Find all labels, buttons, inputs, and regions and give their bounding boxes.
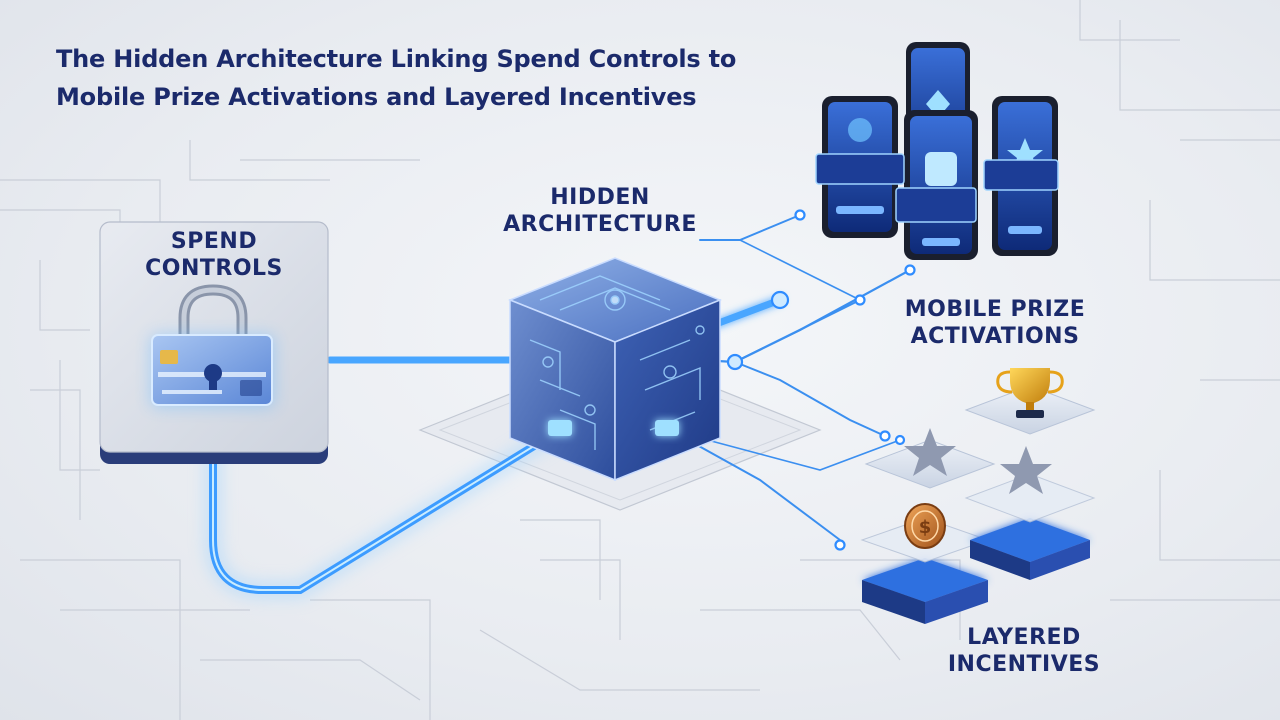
- label-hidden-architecture-line-1: HIDDEN: [550, 185, 650, 210]
- connector-spend-to-cube: [205, 353, 568, 598]
- label-mobile-prize-activations-line-2: ACTIVATIONS: [910, 324, 1080, 349]
- label-hidden-architecture-line-2: ARCHITECTURE: [503, 212, 697, 237]
- page-title: The Hidden Architecture Linking Spend Co…: [56, 40, 856, 116]
- label-layered-incentives-line-2: INCENTIVES: [947, 652, 1101, 677]
- mobile-phones: [815, 42, 1059, 260]
- cube-icon: [507, 257, 723, 482]
- star-icon: [1000, 446, 1052, 494]
- label-hidden-architecture: HIDDEN ARCHITECTURE: [470, 184, 730, 238]
- trophy-icon: [996, 368, 1064, 418]
- credit-card-icon: [150, 334, 275, 408]
- stack-right: [964, 385, 1096, 580]
- label-mobile-prize-activations-line-1: MOBILE PRIZE: [904, 297, 1086, 322]
- label-layered-incentives: LAYERED INCENTIVES: [924, 624, 1124, 678]
- label-spend-controls: SPEND CONTROLS: [114, 228, 314, 282]
- layered-incentives-stacks: $: [860, 368, 1096, 624]
- star-icon: [904, 428, 956, 476]
- title-line-2: Mobile Prize Activations and Layered Inc…: [56, 83, 697, 111]
- connector-nodes: [726, 209, 916, 551]
- prize-banner: [895, 187, 977, 223]
- label-spend-controls-line-1: SPEND: [170, 229, 258, 254]
- spend-controls-panel: [99, 221, 329, 464]
- stack-left: [860, 439, 996, 624]
- phone-icon: [904, 110, 978, 260]
- label-spend-controls-line-2: CONTROLS: [145, 256, 283, 281]
- padlock-icon: [178, 284, 248, 345]
- reward-banner: [983, 159, 1059, 191]
- title-line-1: The Hidden Architecture Linking Spend Co…: [56, 45, 737, 73]
- coin-icon: $: [904, 503, 946, 549]
- label-layered-incentives-line-1: LAYERED: [967, 625, 1081, 650]
- label-mobile-prize-activations: MOBILE PRIZE ACTIVATIONS: [880, 296, 1110, 350]
- svg-text:$: $: [919, 517, 932, 538]
- gift-card-banner: [815, 153, 905, 185]
